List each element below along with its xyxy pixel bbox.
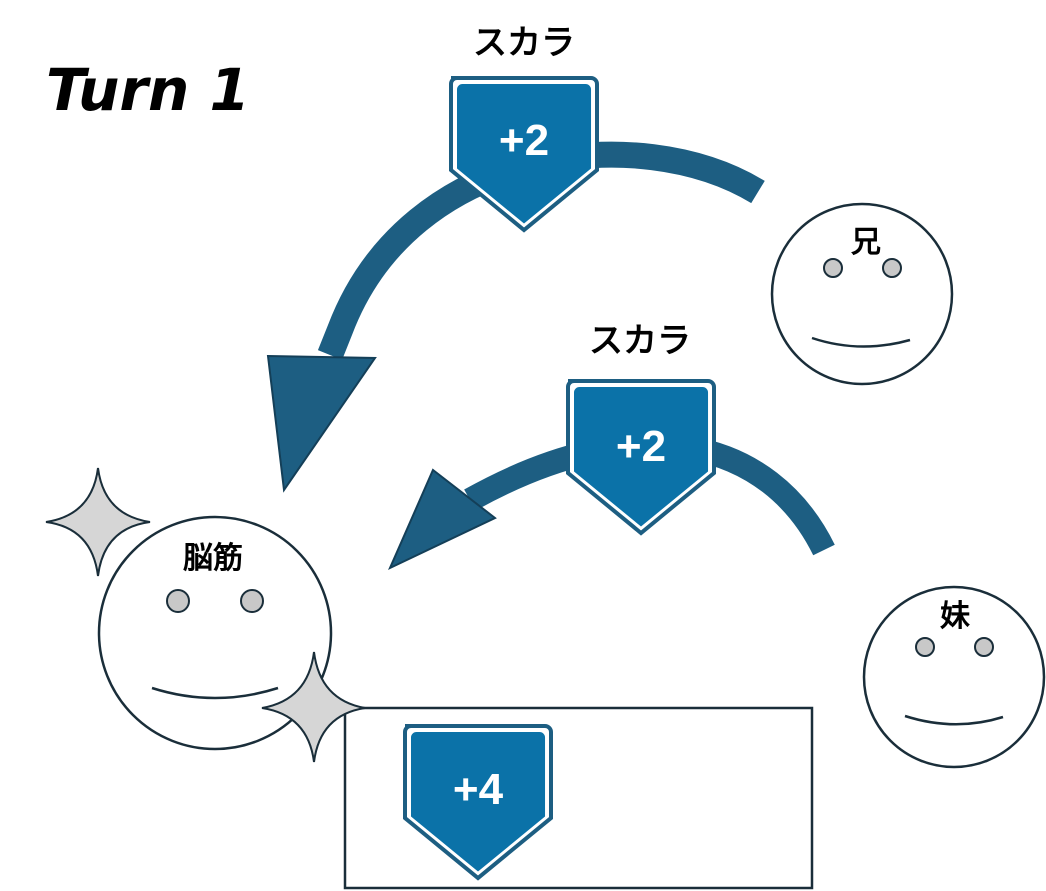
buff-shield-sister: スカラ +2 <box>566 321 716 535</box>
eye <box>915 637 935 657</box>
buff-value: +2 <box>616 422 666 471</box>
eye <box>166 589 190 613</box>
arrow-head <box>388 468 497 571</box>
result-value: +4 <box>453 765 504 814</box>
character-sister: 妹 <box>862 585 1046 769</box>
mouth <box>904 714 1004 726</box>
eye <box>240 589 264 613</box>
character-brother: 兄 <box>770 202 954 386</box>
turn-title: Turn 1 <box>46 56 250 124</box>
arrow-head <box>266 354 377 493</box>
face-outline <box>862 585 1046 769</box>
buff-value: +2 <box>499 116 549 165</box>
eye <box>823 258 843 278</box>
skill-label: スカラ <box>473 23 575 63</box>
buff-shield-brother: スカラ +2 <box>449 23 599 232</box>
skill-label: スカラ <box>589 321 691 361</box>
character-brain: 脳筋 <box>97 515 333 751</box>
mouth <box>151 686 279 700</box>
sparkle-icon <box>45 467 151 577</box>
eye <box>882 258 902 278</box>
result-box: +4 <box>343 706 814 890</box>
sparkle-icon <box>261 651 366 763</box>
character-name: 脳筋 <box>183 541 243 576</box>
character-name: 妹 <box>940 599 970 634</box>
mouth <box>811 336 911 348</box>
eye <box>974 637 994 657</box>
character-name: 兄 <box>851 225 881 260</box>
face-outline <box>97 515 333 751</box>
